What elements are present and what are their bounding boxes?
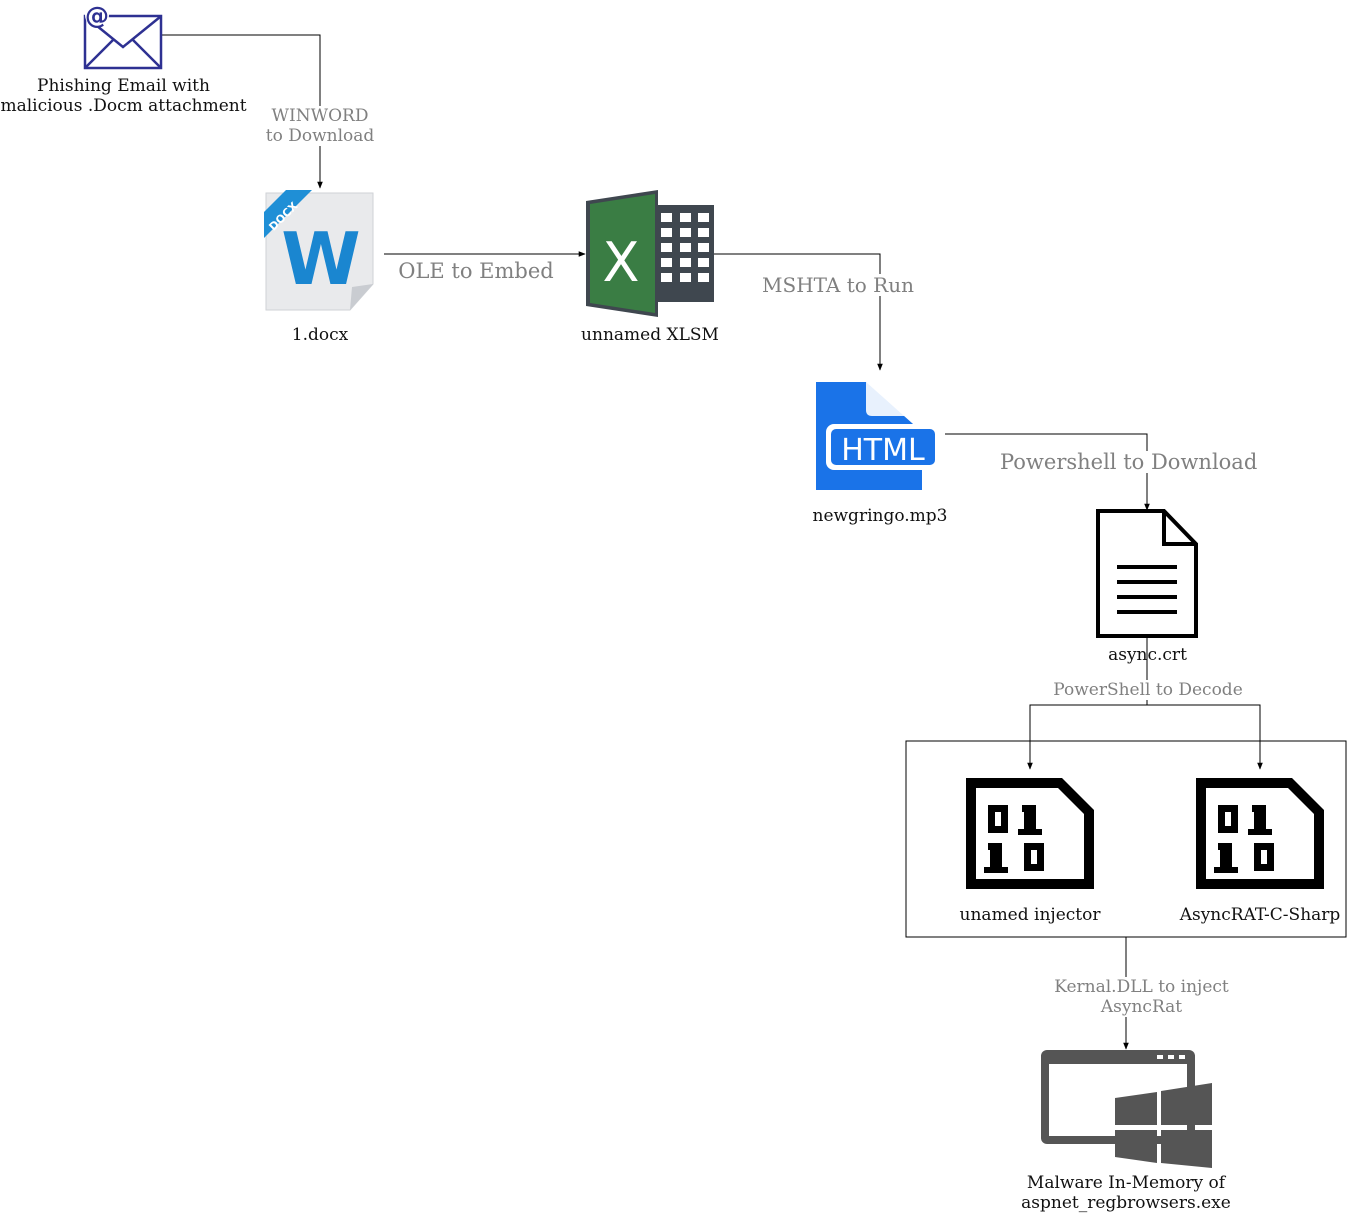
edge-crt-to-asyncrat — [1147, 704, 1263, 770]
edge-xlsm-to-html — [714, 253, 883, 371]
edge-label-winword-line2: to Download — [265, 126, 375, 146]
edge-label-winword: WINWORD to Download — [260, 106, 380, 146]
html-label: newgringo.mp3 — [812, 506, 948, 526]
word-docx-icon: DOCX W — [264, 190, 374, 311]
xlsm-label: unnamed XLSM — [581, 325, 719, 345]
html-file-icon: HTML — [816, 382, 940, 490]
edge-html-to-crt — [945, 433, 1150, 511]
email-label: Phishing Email with malicious .Docm atta… — [0, 76, 247, 116]
malware-label: Malware In-Memory of aspnet_regbrowsers.… — [1000, 1173, 1252, 1213]
windows-app-icon — [1041, 1050, 1212, 1168]
asyncrat-label: AsyncRAT-C-Sharp — [1179, 905, 1341, 925]
edge-label-kernal-line2: AsyncRat — [1100, 997, 1183, 1017]
edge-label-powershell-decode: PowerShell to Decode — [1048, 680, 1248, 700]
edge-label-kernal-line1: Kernal.DLL to inject — [1054, 977, 1229, 997]
connectors — [162, 34, 1263, 1050]
edge-label-powershell-download: Powershell to Download — [1000, 450, 1258, 474]
document-icon — [1096, 509, 1198, 638]
html-badge-text: HTML — [841, 433, 925, 468]
payload-group-box — [905, 740, 1347, 938]
edge-label-winword-line1: WINWORD — [271, 106, 369, 126]
edge-label-mshta: MSHTA to Run — [762, 273, 914, 297]
edge-crt-to-injector — [1027, 704, 1147, 770]
edge-label-ole: OLE to Embed — [395, 260, 557, 282]
email-label-line1: Phishing Email with — [37, 76, 210, 96]
svg-text:X: X — [603, 231, 640, 294]
email-label-line2: malicious .Docm attachment — [0, 96, 247, 116]
injector-label: unamed injector — [959, 905, 1101, 925]
crt-label: async.crt — [1108, 645, 1187, 665]
edge-label-kernal: Kernal.DLL to inject AsyncRat — [1045, 977, 1238, 1017]
binary-file-icon-asyncrat — [1196, 778, 1324, 889]
docx-label: 1.docx — [291, 325, 349, 345]
malware-label-line2: aspnet_regbrowsers.exe — [1021, 1193, 1231, 1213]
email-icon: @ — [83, 2, 163, 70]
excel-xlsm-icon: X — [586, 190, 714, 317]
svg-text:W: W — [281, 217, 360, 301]
malware-label-line1: Malware In-Memory of — [1026, 1173, 1226, 1193]
binary-file-icon-injector — [966, 778, 1094, 889]
svg-text:@: @ — [85, 2, 109, 30]
